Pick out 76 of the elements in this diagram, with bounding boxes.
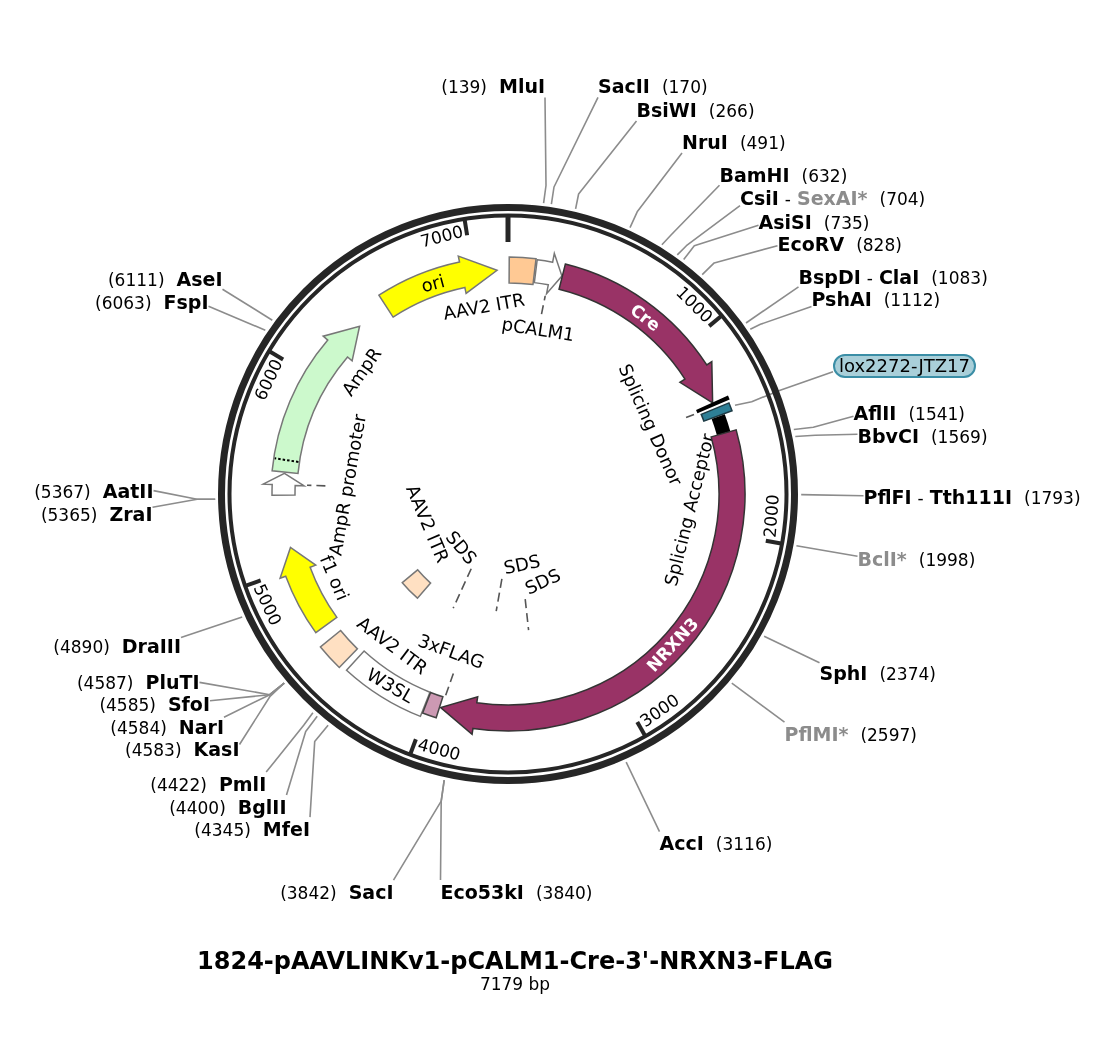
leader-line	[550, 96, 599, 205]
leader-line	[793, 415, 855, 431]
restriction-site-label: (3842) SacI	[280, 880, 394, 903]
restriction-site-label: NruI (491)	[682, 130, 786, 153]
leader-line	[734, 370, 834, 406]
leader-line	[221, 288, 274, 321]
leader-line	[661, 184, 721, 246]
restriction-site-label: Eco53kI (3840)	[440, 880, 593, 903]
leader-line	[795, 545, 859, 557]
leader-line	[444, 672, 455, 698]
restriction-site-label: PshAI (1112)	[811, 287, 941, 310]
leader-line	[524, 598, 530, 631]
leader-line	[800, 493, 865, 497]
leader-line	[452, 567, 472, 609]
leader-line	[682, 224, 760, 261]
restriction-site-label: (5367) AatII	[34, 479, 154, 502]
leader-line	[625, 761, 661, 833]
restriction-site-label: BspDI - ClaI (1083)	[798, 265, 988, 288]
leader-line	[309, 724, 329, 818]
restriction-site-label: PflFI - Tth111I (1793)	[863, 485, 1081, 508]
leader-line	[749, 305, 813, 330]
restriction-site-label: BsiWI (266)	[636, 98, 755, 121]
leader-line	[574, 120, 638, 210]
feature-label: ori	[419, 271, 447, 297]
leader-line	[676, 204, 741, 256]
leader-line	[542, 96, 547, 204]
restriction-site-label: BclI* (1998)	[857, 547, 976, 570]
restriction-site-label: AflII (1541)	[853, 401, 965, 424]
tick-label: 2000	[760, 493, 784, 539]
restriction-site-label: (6111) AseI	[108, 267, 223, 290]
restriction-site-label: (4584) NarI	[110, 715, 224, 738]
leader-line	[495, 578, 503, 612]
restriction-site-label: (4583) KasI	[125, 737, 240, 761]
leader-line	[629, 152, 683, 229]
leader-line	[540, 295, 546, 315]
plasmid-size: 7179 bp	[479, 975, 551, 995]
leader-line	[701, 244, 779, 276]
restriction-site-label: (4585) SfoI	[99, 692, 210, 715]
leader-line	[238, 682, 285, 746]
restriction-site-label: (4890) DraIII	[53, 634, 181, 657]
restriction-site-label: CsiI - SexAI* (704)	[740, 186, 926, 209]
feature-label: pCALM1	[500, 314, 576, 346]
restriction-site-label: EcoRV (828)	[777, 232, 902, 256]
leader-line	[685, 413, 695, 419]
tick-label: 5000	[249, 581, 286, 629]
feature-label: Cre	[626, 300, 664, 336]
leader-line	[763, 635, 821, 664]
leader-line	[439, 779, 445, 881]
leader-line	[745, 286, 800, 324]
restriction-site-label: (139) MluI	[441, 74, 545, 98]
leader-line	[207, 305, 267, 331]
restriction-site-label: AsiSI (735)	[758, 210, 870, 233]
leader-line	[180, 616, 243, 639]
restriction-site-label: (4587) PluTI	[76, 670, 200, 693]
leader-line	[285, 715, 318, 796]
plasmid-title: 1824-pAAVLINKv1-pCALM1-Cre-3'-NRXN3-FLAG	[197, 948, 833, 976]
restriction-site-label: AccI (3116)	[659, 831, 773, 855]
tick-label: 4000	[415, 734, 463, 765]
restriction-site-label: (4345) MfeI	[194, 817, 310, 840]
leader-line	[731, 682, 786, 723]
restriction-site-label: SacII (170)	[598, 74, 708, 98]
tick-label: 6000	[250, 356, 287, 405]
restriction-site-label: BamHI (632)	[719, 163, 848, 186]
restriction-site-label: BbvCI (1569)	[857, 424, 988, 448]
leader-line	[306, 484, 327, 487]
leader-line	[794, 433, 859, 438]
restriction-site-label: PflMI* (2597)	[784, 722, 917, 745]
feature-tag: lox2272-JTZ17	[833, 353, 976, 378]
leader-line	[265, 711, 314, 773]
restriction-site-label: (4400) BglII	[169, 795, 287, 818]
restriction-site-label: (6063) FspI	[95, 290, 209, 313]
leader-line	[151, 498, 216, 508]
restriction-site-label: SphI (2374)	[819, 661, 936, 684]
tick-label: 7000	[418, 222, 466, 253]
restriction-site-label: (5365) ZraI	[40, 502, 153, 525]
restriction-site-label: (4422) PmlI	[150, 772, 267, 795]
